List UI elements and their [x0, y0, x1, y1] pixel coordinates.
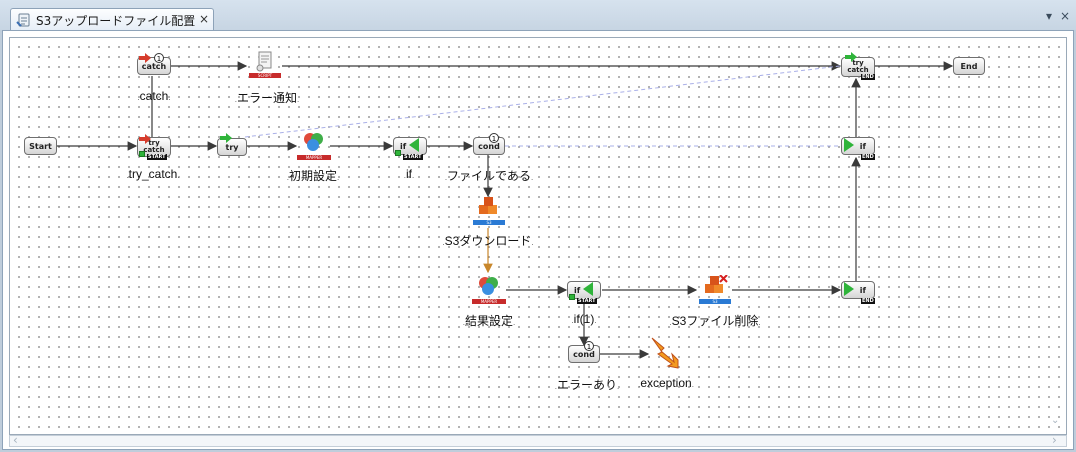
editor-tabstrip: S3アップロードファイル配置 × ▾ ×	[0, 0, 1076, 30]
flow-document-icon	[16, 12, 32, 32]
label-if1: if(1)	[571, 312, 596, 326]
mapper-icon	[304, 133, 323, 151]
end-tag: END	[861, 74, 875, 80]
catch-text: catch	[847, 66, 869, 74]
tab-title: S3アップロードファイル配置	[36, 14, 196, 28]
label-s3-delete: S3ファイル削除	[669, 312, 760, 329]
scroll-down-icon[interactable]: ⌄	[1051, 415, 1060, 426]
view-menu-icon[interactable]: ▾	[1046, 9, 1053, 23]
script-tag: SCRIPT	[249, 73, 281, 78]
window-close-icon[interactable]: ×	[1060, 9, 1071, 23]
label-has-error: エラーあり	[555, 376, 619, 393]
cond-error-node[interactable]: cond 1	[568, 341, 600, 364]
mapper-tag: MAPPER	[472, 299, 506, 304]
script-scroll-icon	[256, 51, 272, 72]
mapper-init-node[interactable]: MAPPER	[297, 131, 331, 163]
label-catch: catch	[137, 89, 170, 103]
s3-tag: S3	[473, 220, 505, 225]
arrow-right-red-icon	[139, 53, 151, 63]
wire-try-dashed	[244, 65, 841, 138]
if-end-node-2[interactable]: if END	[841, 279, 875, 305]
mapper-tag: MAPPER	[297, 155, 331, 160]
branch-icon	[583, 282, 593, 296]
label-exception: exception	[638, 376, 694, 390]
try-box: try	[217, 138, 247, 156]
branch-icon	[409, 138, 419, 152]
merge-icon	[844, 138, 854, 152]
if1-start-node[interactable]: if START	[567, 279, 601, 305]
cond-node[interactable]: cond 1	[473, 133, 505, 156]
if-end-box: if	[841, 281, 875, 299]
end-tag: END	[861, 154, 875, 160]
catch-text: catch	[143, 146, 165, 154]
try-catch-end-node[interactable]: try catch END	[841, 52, 875, 81]
try-text: try	[852, 59, 864, 67]
label-result: 結果設定	[463, 312, 515, 329]
s3-download-node[interactable]: S3	[471, 196, 507, 228]
horizontal-scrollbar[interactable]: ‹ ›	[9, 433, 1067, 447]
try-node[interactable]: try	[217, 133, 247, 157]
number-badge: 1	[154, 53, 164, 63]
mapper-icon	[479, 277, 498, 295]
label-try-catch: try_catch	[126, 167, 179, 181]
merge-icon	[844, 282, 854, 296]
start-tag: START	[403, 154, 423, 160]
start-marker-icon	[569, 294, 575, 300]
s3-tag: S3	[699, 299, 731, 304]
mapper-result-node[interactable]: MAPPER	[472, 275, 506, 307]
end-node[interactable]: End	[953, 57, 985, 75]
arrow-right-green-icon	[220, 133, 232, 143]
start-node[interactable]: Start	[24, 137, 57, 155]
flow-canvas[interactable]	[9, 37, 1067, 435]
start-marker-icon	[139, 151, 145, 157]
label-is-file: ファイルである	[445, 167, 533, 184]
arrow-right-green-icon	[845, 52, 857, 62]
exception-node[interactable]	[650, 336, 682, 370]
catch-node[interactable]: catch 1	[137, 53, 171, 76]
scroll-left-icon[interactable]: ‹	[13, 433, 18, 447]
number-badge: 1	[489, 133, 499, 143]
label-init: 初期設定	[287, 167, 339, 184]
label-error-notify: エラー通知	[235, 89, 299, 106]
arrow-right-red-icon	[139, 134, 151, 144]
lightning-icon	[651, 337, 679, 369]
try-catch-start-node[interactable]: try catch START	[137, 134, 171, 161]
label-s3-download: S3ダウンロード	[442, 232, 533, 249]
try-catch-box: try catch	[841, 57, 875, 77]
start-tag: START	[147, 154, 167, 160]
flow-editor-frame: ‹ › ⌄	[2, 30, 1074, 450]
try-text: try	[148, 139, 160, 147]
if-end-node-1[interactable]: if END	[841, 135, 875, 161]
tab-close-icon[interactable]: ×	[199, 12, 210, 26]
s3-boxes-icon	[479, 197, 497, 214]
if-end-box: if	[841, 137, 875, 155]
number-badge: 1	[584, 341, 594, 351]
label-if: if	[404, 167, 414, 181]
start-tag: START	[577, 298, 597, 304]
script-node[interactable]: SCRIPT	[247, 50, 283, 80]
s3-delete-node[interactable]: S3	[697, 275, 733, 307]
s3-delete-icon	[705, 275, 728, 293]
tab-s3-upload-file-placement[interactable]: S3アップロードファイル配置 ×	[10, 8, 214, 30]
end-tag: END	[861, 298, 875, 304]
if-start-node[interactable]: if START	[393, 135, 427, 161]
start-marker-icon	[395, 150, 401, 156]
scroll-right-icon[interactable]: ›	[1052, 433, 1057, 447]
